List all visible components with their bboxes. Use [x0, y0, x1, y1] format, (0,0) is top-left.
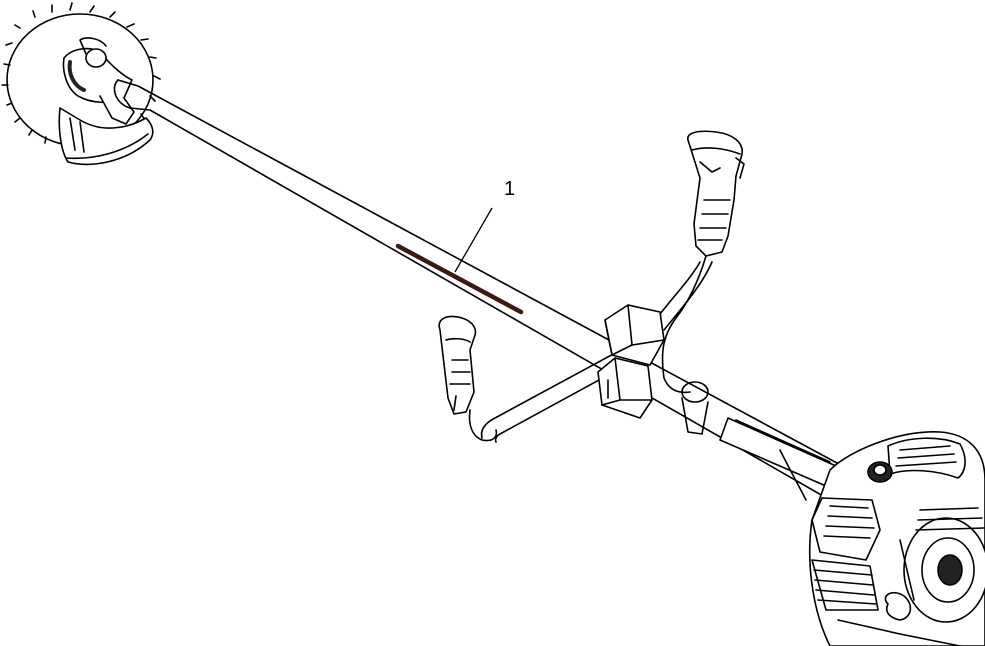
- harness-hanger: [681, 381, 709, 435]
- throttle-cable: [661, 255, 707, 394]
- left-grip: [438, 315, 477, 415]
- callout-leader: [454, 207, 493, 273]
- handle-clamp: [597, 304, 665, 419]
- right-grip: [687, 130, 745, 257]
- shaft-marker: [395, 243, 524, 315]
- shaft-cover: [719, 417, 837, 501]
- handle-bar: [468, 261, 713, 443]
- callout-label-1: 1: [504, 178, 515, 200]
- engine: [808, 431, 985, 646]
- blade-guard: [58, 107, 154, 166]
